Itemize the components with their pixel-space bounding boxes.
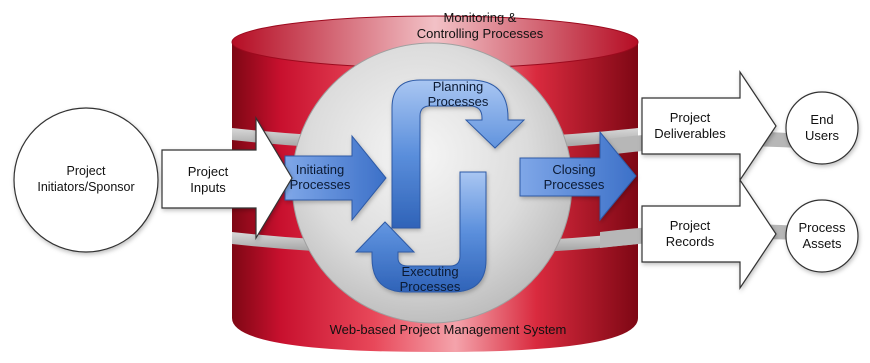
end-users-label-line2: Users [805,128,839,143]
planning-label-line2: Processes [428,94,489,109]
monitoring-label-line2: Controlling Processes [417,26,544,41]
records-label-line1: Project [670,218,711,233]
deliverables-label-line1: Project [670,110,711,125]
executing-label-line2: Processes [400,279,461,294]
executing-arrow [354,171,487,293]
system-label: Web-based Project Management System [330,322,567,337]
inputs-label-line2: Inputs [190,180,226,195]
initiating-arrow [284,134,387,222]
initiators-circle [13,107,159,253]
monitoring-label-line1: Monitoring & [444,10,517,25]
initiators-label-line2: Initiators/Sponsor [37,180,134,194]
project-inputs-arrow [161,115,293,241]
planning-label-line1: Planning [433,79,484,94]
executing-label-line1: Executing [401,264,458,279]
planning-arrow [391,79,526,229]
records-arrow [641,178,777,290]
process-assets-circle [785,199,859,273]
end-users-circle [785,91,859,165]
initiators-label-line1: Project [67,164,106,178]
inputs-label-line1: Project [188,164,229,179]
initiating-label-line1: Initiating [296,162,344,177]
process-assets-label-line1: Process [799,220,846,235]
records-label-line2: Records [666,234,715,249]
closing-label-line2: Processes [544,177,605,192]
closing-arrow [519,130,637,222]
process-assets-label-line2: Assets [802,236,842,251]
initiating-label-line2: Processes [290,177,351,192]
deliverables-arrow [641,70,777,182]
end-users-label-line1: End [810,112,833,127]
deliverables-label-line2: Deliverables [654,126,726,141]
closing-label-line1: Closing [552,162,595,177]
